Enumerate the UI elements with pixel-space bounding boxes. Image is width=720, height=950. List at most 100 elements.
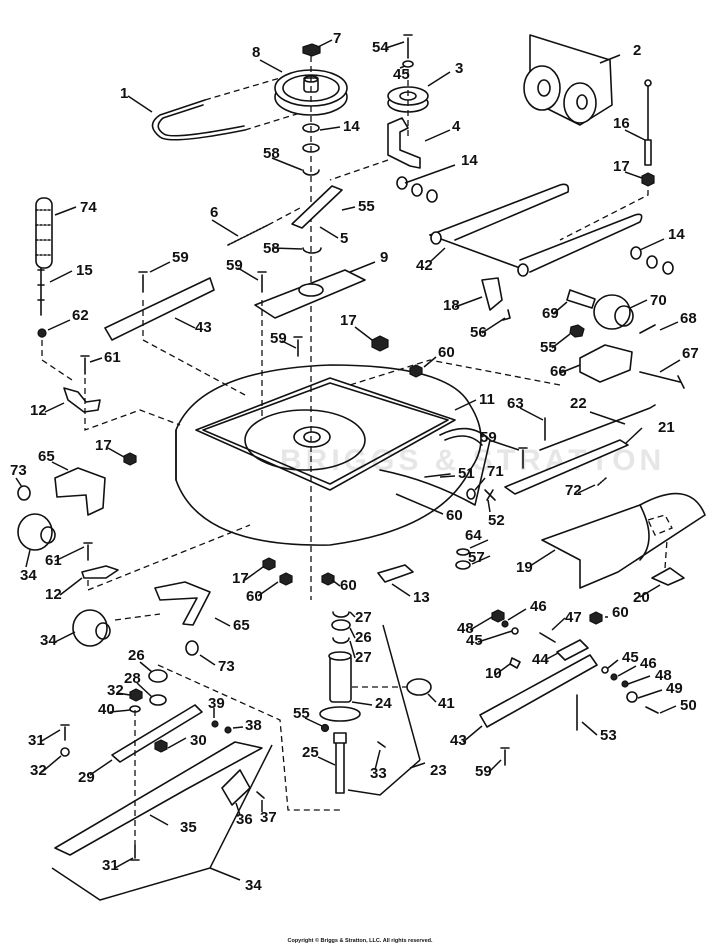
callout-retaining-ring[interactable]: 27 (349, 640, 372, 666)
washer-46b[interactable] (610, 673, 618, 681)
callout-spindle-assembly[interactable]: 23 (409, 762, 447, 779)
roller-bracket-66[interactable] (579, 344, 633, 383)
wing-nut[interactable] (484, 489, 496, 501)
bolt-50[interactable] (645, 706, 659, 714)
grease-fitting[interactable] (377, 741, 386, 748)
callout-screw[interactable]: 59 (226, 257, 259, 281)
callout-washer[interactable]: 45 (466, 630, 513, 649)
callout-lift-arm[interactable]: 42 (416, 247, 446, 274)
washer-45[interactable] (402, 60, 414, 68)
nut-48b[interactable] (621, 680, 629, 688)
locknut-17d[interactable] (262, 557, 276, 571)
callout-nut[interactable]: 30 (167, 732, 207, 749)
callout-nut[interactable]: 60 (605, 604, 629, 621)
callout-grommet[interactable]: 57 (468, 549, 491, 566)
callout-shaft[interactable]: 69 (542, 301, 568, 322)
callout-idler-bracket[interactable]: 4 (424, 118, 461, 142)
screw-37[interactable] (256, 791, 265, 799)
screw-59b[interactable] (257, 271, 267, 293)
nut-60d[interactable] (589, 611, 603, 625)
nut-39[interactable] (211, 720, 219, 728)
bolt-51[interactable] (424, 473, 451, 478)
screw-59e[interactable] (500, 747, 510, 766)
callout-pin[interactable]: 10 (485, 663, 511, 682)
roller-bracket-65b[interactable] (154, 581, 211, 626)
nut-32b[interactable] (60, 747, 70, 757)
callout-nut[interactable]: 32 (107, 682, 131, 699)
callout-nut[interactable]: 60 (395, 493, 463, 524)
callout-bolt[interactable]: 50 (659, 697, 697, 714)
grommet-57[interactable] (455, 560, 471, 570)
callout-washers[interactable]: 14 (404, 152, 478, 184)
bearing-26[interactable] (331, 619, 351, 631)
bolt-47[interactable] (539, 632, 556, 643)
callout-roller-bracket[interactable]: 66 (550, 363, 581, 380)
washer-14g[interactable] (646, 255, 658, 269)
nut-38[interactable] (224, 726, 232, 734)
nut-60c[interactable] (321, 572, 335, 586)
link-44[interactable] (556, 639, 589, 661)
callout-locknut[interactable]: 17 (340, 312, 373, 341)
washer-14e[interactable] (426, 189, 438, 203)
bushing-73b[interactable] (185, 640, 199, 656)
callout-plate[interactable]: 9 (349, 249, 388, 273)
retaining-ring-58b[interactable] (302, 247, 322, 254)
callout-washer[interactable]: 71 (474, 463, 504, 491)
callout-nut[interactable]: 55 (293, 705, 323, 727)
callout-bracket[interactable]: 12 (45, 577, 83, 603)
locknut-17[interactable] (641, 172, 655, 187)
nut-55[interactable] (569, 324, 585, 338)
callout-blade-bracket[interactable]: 36 (235, 802, 253, 828)
nut-60a[interactable] (409, 364, 423, 378)
screw-61[interactable] (80, 355, 90, 375)
nut-60b[interactable] (279, 572, 293, 586)
callout-washer[interactable]: 46 (617, 655, 657, 677)
callout-lockwasher[interactable]: 40 (98, 701, 131, 718)
bolt-67[interactable] (639, 371, 685, 389)
idler-bracket[interactable] (387, 117, 421, 169)
callout-roller[interactable]: 34 (40, 631, 76, 649)
callout-bolt[interactable]: 54 (372, 39, 405, 56)
callout-link[interactable]: 44 (532, 651, 559, 668)
callout-nut[interactable]: 60 (246, 581, 279, 605)
spring[interactable] (227, 224, 269, 246)
grip[interactable] (35, 197, 53, 269)
callout-bolt[interactable]: 67 (659, 345, 699, 373)
nut-55b[interactable] (320, 723, 330, 733)
callout-decal[interactable]: 20 (633, 584, 661, 606)
callout-nut[interactable]: 60 (331, 577, 357, 594)
spring-72[interactable] (597, 477, 607, 486)
bracket-12[interactable] (63, 387, 101, 413)
callout-mower-deck-housing[interactable]: 11 (454, 391, 495, 411)
callout-nut[interactable]: 55 (341, 198, 375, 215)
discharge-chute[interactable] (541, 492, 706, 589)
callout-screw[interactable]: 61 (45, 546, 85, 569)
screw-68[interactable] (639, 324, 656, 334)
callout-bearing[interactable]: 26 (349, 627, 372, 646)
callout-belt[interactable]: 1 (120, 85, 153, 113)
callout-bearing[interactable]: 26 (128, 647, 153, 673)
callout-nut[interactable]: 7 (317, 30, 341, 48)
callout-locknut[interactable]: 17 (613, 158, 643, 179)
nut-30[interactable] (154, 739, 168, 753)
callout-screw[interactable]: 59 (270, 330, 297, 349)
callout-roller[interactable]: 34 (20, 549, 37, 584)
mower-deck-housing[interactable] (175, 364, 491, 546)
decal-20[interactable] (651, 567, 685, 586)
bolt-31b[interactable] (130, 844, 140, 861)
callout-roller-bracket[interactable]: 65 (38, 448, 69, 471)
washer-28[interactable] (149, 694, 167, 706)
callout-deflector-bracket[interactable]: 21 (624, 419, 675, 445)
blade[interactable] (54, 741, 263, 856)
callout-locknut[interactable]: 17 (95, 437, 125, 458)
callout-spindle-pulley[interactable]: 8 (252, 44, 283, 73)
callout-belt-guide-bracket[interactable]: 2 (599, 42, 641, 64)
roller-70[interactable] (593, 294, 634, 330)
callout-decal[interactable]: 13 (391, 583, 430, 606)
lift-arm[interactable] (429, 183, 643, 277)
callout-washer[interactable]: 14 (319, 118, 360, 135)
callout-wing-nut[interactable]: 52 (487, 499, 505, 529)
roller-bracket-65[interactable] (54, 467, 106, 516)
callout-nut[interactable]: 32 (30, 755, 62, 779)
screw-61b[interactable] (83, 542, 93, 561)
